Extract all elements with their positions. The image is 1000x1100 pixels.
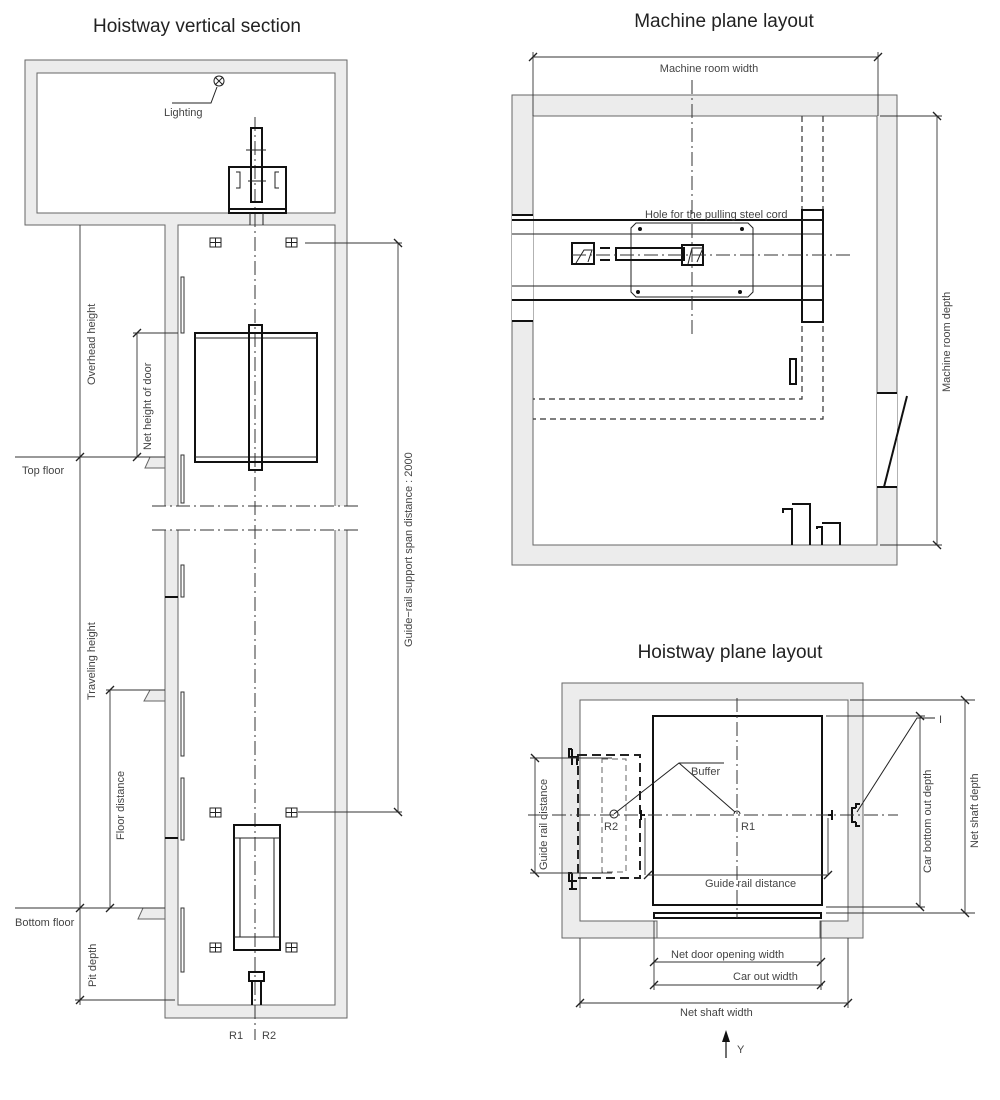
- floor-distance-label: Floor distance: [115, 771, 127, 840]
- buffer-r1: [733, 810, 741, 815]
- break-gap: [150, 506, 362, 530]
- floor-slabs: [137, 456, 166, 920]
- machine-room-wall: [24, 59, 348, 1019]
- traction-machine: [228, 127, 287, 225]
- machine-room-door: [877, 393, 897, 487]
- vertical-section: Lighting: [15, 59, 415, 1042]
- bottom-floor-label: Bottom floor: [15, 917, 75, 929]
- y-axis-label: Y: [737, 1044, 745, 1056]
- car-bottom-out-depth-label: Car bottom out depth: [922, 770, 934, 873]
- guide-rails: [568, 748, 860, 890]
- buffer-label: Buffer: [691, 766, 720, 778]
- dimension-lines: [528, 52, 942, 550]
- hole-label: Hole for the pulling steel cord: [645, 209, 787, 221]
- overhead-height-label: Overhead height: [86, 304, 98, 385]
- guide-rail-distance-bottom-label: Guide rail distance: [705, 878, 796, 890]
- dimension-lines: [530, 695, 975, 1008]
- switch-boxes: [782, 503, 841, 545]
- net-shaft-depth-label: Net shaft depth: [969, 773, 981, 848]
- hoistway-wall: [561, 682, 864, 939]
- buffer-r2: [609, 809, 619, 819]
- counterweight: [233, 824, 281, 951]
- buffer: [248, 971, 265, 1005]
- net-height-of-door-label: Net height of door: [142, 362, 154, 450]
- guide-rail-distance-left-label: Guide rail distance: [538, 779, 550, 870]
- guide-rail-span-label: Guide−rail support span distance : 2000: [403, 452, 415, 647]
- controller-box: [789, 358, 797, 385]
- machine-room-depth-label: Machine room depth: [941, 292, 953, 392]
- machine-room-wall: [511, 94, 898, 566]
- top-floor-label: Top floor: [22, 465, 65, 477]
- lighting-label: Lighting: [164, 107, 203, 119]
- pit-depth-label: Pit depth: [87, 944, 99, 987]
- marker-i-label: I: [939, 714, 942, 726]
- window-icons: [209, 237, 298, 953]
- door-swing: [883, 395, 908, 488]
- hoistway-outline-inner: [533, 116, 803, 400]
- r1-label: R1: [741, 821, 755, 833]
- hoistway-plane-layout: Buffer R2 R1 I: [528, 682, 981, 1058]
- hoistway-outline-outer: [533, 116, 824, 420]
- counterweight-outline: [577, 754, 641, 879]
- machine-room-width-label: Machine room width: [660, 63, 758, 75]
- elevator-car: [194, 324, 318, 471]
- marker-leader: [856, 717, 935, 813]
- title-vertical-section: Hoistway vertical section: [93, 16, 301, 37]
- r2-label: R2: [262, 1030, 276, 1042]
- car-out-width-label: Car out width: [733, 971, 798, 983]
- title-machine-plane: Machine plane layout: [634, 11, 814, 32]
- machine-plate: [571, 222, 754, 298]
- r2-label: R2: [604, 821, 618, 833]
- landing-doors: [180, 276, 185, 973]
- y-axis-arrow-icon: [722, 1030, 730, 1058]
- machine-beam: [512, 209, 824, 323]
- dimension-lines: [15, 225, 403, 1005]
- lighting-icon: [172, 75, 225, 104]
- traveling-height-label: Traveling height: [86, 622, 98, 700]
- r1-label: R1: [229, 1030, 243, 1042]
- net-door-opening-width-label: Net door opening width: [671, 949, 784, 961]
- net-shaft-width-label: Net shaft width: [680, 1007, 753, 1019]
- machine-plane-layout: Hole for the pulling steel cord Machine …: [511, 52, 953, 566]
- title-hoistway-plane: Hoistway plane layout: [638, 642, 824, 663]
